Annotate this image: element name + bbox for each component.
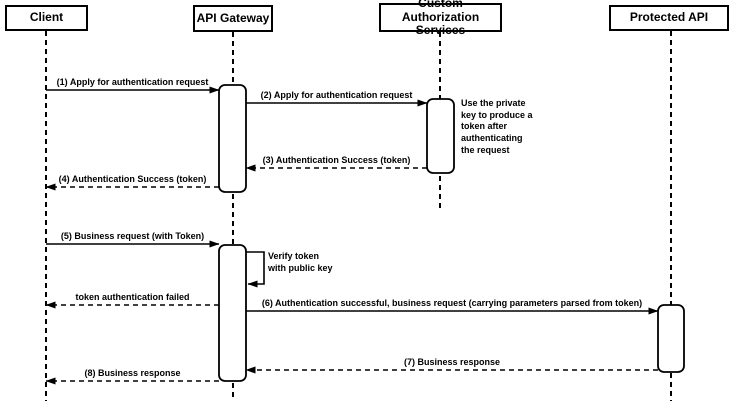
activation-bar-api-gateway xyxy=(218,244,247,382)
actor-label: Custom Authorization Services xyxy=(401,0,480,38)
self-message-label-line: Verify token xyxy=(268,251,320,261)
note-text-line: key to produce a xyxy=(461,109,533,120)
actor-label: Protected API xyxy=(629,10,709,25)
activation-bar-protected-api xyxy=(657,304,685,373)
activations-layer xyxy=(218,84,685,382)
actor-label: Client xyxy=(29,10,64,25)
actor-api-gateway: API Gateway xyxy=(193,5,273,32)
actor-label: API Gateway xyxy=(196,10,270,25)
message-label-4: (4) Authentication Success (token) xyxy=(58,174,207,184)
self-message-arrow xyxy=(246,251,265,288)
message-label-2: (2) Apply for authentication request xyxy=(260,90,413,100)
note-text-line: token after xyxy=(461,121,508,132)
message-label-6: token authentication failed xyxy=(75,292,190,302)
message-label-5: (5) Business request (with Token) xyxy=(60,231,205,241)
note-text-line: the request xyxy=(461,144,510,155)
message-label-3: (3) Authentication Success (token) xyxy=(262,155,411,165)
actor-protected-api: Protected API xyxy=(609,5,729,31)
message-label-8: (7) Business response xyxy=(403,357,501,367)
activation-bar-custom-authorization-services xyxy=(426,98,455,174)
note-text-line: authenticating xyxy=(461,133,523,144)
self-message-label-line: with public key xyxy=(268,262,333,273)
arrows-layer xyxy=(45,86,659,385)
message-label-9: (8) Business response xyxy=(84,368,181,378)
actor-client: Client xyxy=(5,5,88,31)
message-label-7: (6) Authentication successful, business … xyxy=(261,298,643,308)
message-label-1: (1) Apply for authentication request xyxy=(56,77,209,87)
activation-bar-api-gateway xyxy=(218,84,247,193)
note-text-line: Use the private xyxy=(461,98,526,108)
actor-custom-authorization-services: Custom Authorization Services xyxy=(379,0,502,37)
